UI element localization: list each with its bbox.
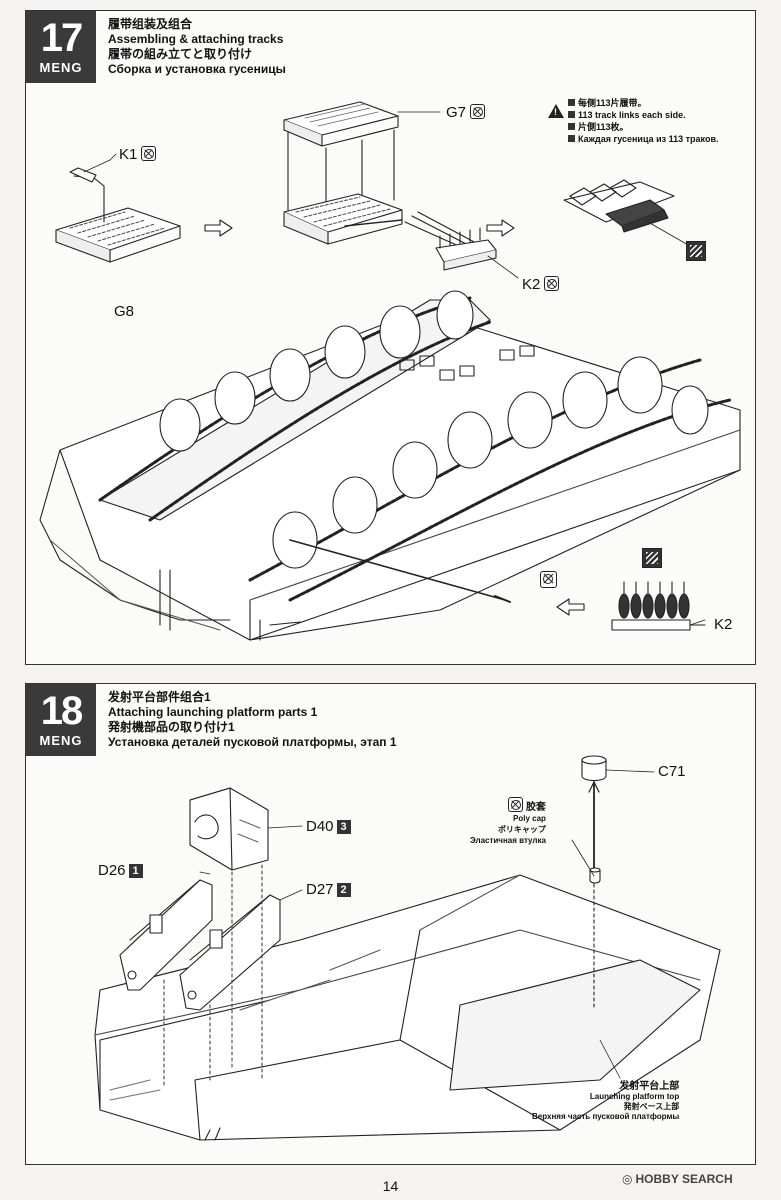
- track-link-note: 每侧113片履带。 113 track links each side. 片側1…: [568, 97, 718, 145]
- track-sprue-g8-drawing: [55, 159, 181, 263]
- part-code: D27: [306, 881, 334, 898]
- platform-top-cn: 发射平台上部: [619, 1081, 680, 1092]
- title-ru: Сборка и установка гусеницы: [108, 62, 286, 76]
- note-cn: 每侧113片履带。: [568, 97, 718, 109]
- title-cn: 履带组装及组合: [108, 17, 193, 31]
- polycap-jp: ポリキャップ: [497, 825, 546, 834]
- part-code: C71: [658, 763, 686, 780]
- step-18-badge: 18 MENG: [26, 684, 96, 756]
- part-code: G8: [114, 303, 135, 320]
- step-number: 18: [40, 689, 84, 733]
- polycap-cn: 胶套: [525, 802, 546, 813]
- watermark: ◎HOBBY SEARCH: [622, 1172, 733, 1186]
- part-label-g7: G7: [446, 104, 486, 121]
- polycap-en: Poly cap: [513, 814, 546, 823]
- step-17-titles: 履带组装及组合 Assembling & attaching tracks 履帯…: [108, 17, 286, 77]
- step-number: 17: [40, 16, 84, 60]
- track-jig-g7-drawing: [283, 101, 497, 271]
- assembly-guide-lines: [163, 864, 263, 1089]
- brand-logo: MENG: [39, 60, 83, 75]
- part-label-k1: K1: [119, 146, 157, 163]
- watermark-text: HOBBY SEARCH: [635, 1172, 733, 1186]
- part-code: K2: [522, 276, 541, 293]
- hobby-search-logo-icon: ◎: [622, 1172, 633, 1186]
- part-code: D40: [306, 818, 334, 835]
- no-glue-icon: [470, 104, 486, 119]
- note-jp: 片側113枚。: [568, 121, 718, 133]
- brand-logo: MENG: [39, 733, 83, 748]
- title-jp: 発射機部品の取り付け1: [108, 720, 235, 734]
- cement-icon: [686, 241, 706, 261]
- platform-top-label: 发射平台上部 Launching platform top 発射ベース上部 Ве…: [532, 1082, 679, 1122]
- step-17-badge: 17 MENG: [26, 11, 96, 83]
- page-number: 14: [382, 1178, 399, 1194]
- part-code: K1: [119, 146, 138, 163]
- warning-icon: !: [548, 104, 564, 118]
- no-glue-icon: [544, 276, 560, 291]
- step-18-titles: 发射平台部件组合1 Attaching launching platform p…: [108, 690, 397, 750]
- track-link-sample-drawing: [563, 179, 691, 247]
- no-glue-icon: [141, 146, 157, 161]
- part-label-c71: C71: [658, 764, 686, 780]
- note-en: 113 track links each side.: [568, 109, 718, 121]
- order-badge: 3: [336, 820, 351, 834]
- title-jp: 履帯の組み立てと取り付け: [108, 47, 253, 61]
- part-d40-drawing: [189, 787, 269, 871]
- part-label-k2-top: K2: [522, 276, 560, 293]
- order-badge: 1: [128, 864, 143, 878]
- part-d27-drawing: [179, 894, 281, 1011]
- title-en: Attaching launching platform parts 1: [108, 705, 318, 719]
- part-code: G7: [446, 104, 467, 121]
- platform-top-jp: 発射ベース上部: [623, 1102, 680, 1111]
- part-label-k2-bottom: K2: [714, 617, 732, 633]
- part-c71-drawing: [581, 755, 607, 1011]
- no-glue-icon: [540, 571, 557, 588]
- polycap-label: 胶套 Poly cap ポリキャップ Эластичная втулка: [470, 797, 546, 846]
- part-code: D26: [98, 862, 126, 879]
- k2-sprue-drawing: [611, 581, 706, 631]
- polycap-ru: Эластичная втулка: [470, 836, 546, 845]
- platform-top-en: Launching platform top: [589, 1092, 680, 1101]
- title-en: Assembling & attaching tracks: [108, 32, 284, 46]
- cement-icon: [642, 548, 662, 568]
- order-badge: 2: [336, 883, 351, 897]
- leader-lines: [109, 111, 706, 1079]
- part-code: K2: [714, 616, 733, 633]
- platform-top-ru: Верхняя часть пусковой платформы: [532, 1112, 680, 1121]
- title-ru: Установка деталей пусковой платформы, эт…: [108, 735, 397, 749]
- part-d26-drawing: [119, 879, 213, 991]
- note-ru: Каждая гусеница из 113 траков.: [568, 133, 718, 145]
- no-glue-icon: [507, 797, 523, 812]
- part-label-g8: G8: [114, 304, 134, 320]
- process-arrows: [204, 219, 585, 616]
- launching-platform-drawing: [94, 874, 721, 1141]
- hull-with-tracks-drawing: [39, 290, 741, 641]
- title-cn: 发射平台部件组合1: [108, 690, 211, 704]
